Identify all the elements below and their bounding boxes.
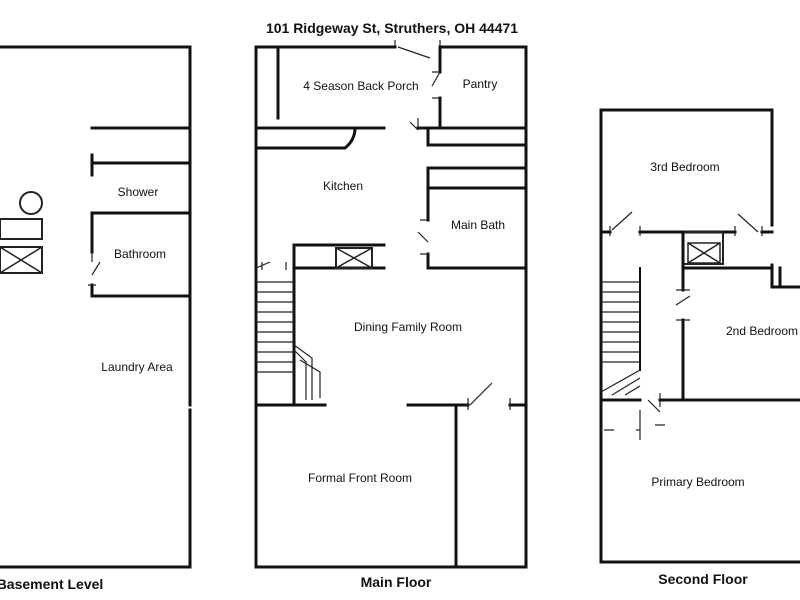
floor-label-second: Second Floor xyxy=(658,571,748,587)
chimney-icon xyxy=(687,242,721,264)
door-icon xyxy=(255,261,287,270)
appliance-icon xyxy=(0,218,43,240)
door-icon xyxy=(88,252,101,286)
chimney-icon xyxy=(335,247,373,269)
room-label-kitchen: Kitchen xyxy=(322,179,364,193)
chimney-cross-icon xyxy=(0,246,43,274)
door-icon xyxy=(467,382,511,410)
chimney-icon xyxy=(0,246,43,274)
floor-label-basement: Basement Level xyxy=(0,576,104,592)
chimney-outline xyxy=(682,231,724,265)
second-floor-plan xyxy=(599,108,800,564)
room-label-main-bath: Main Bath xyxy=(450,218,506,232)
basement-outer-wall xyxy=(0,45,192,569)
stairs xyxy=(256,281,321,400)
room-label-bathroom: Bathroom xyxy=(113,247,167,261)
room-label-dining-family: Dining Family Room xyxy=(353,320,463,334)
room-label-formal-front: Formal Front Room xyxy=(307,471,413,485)
door-icon xyxy=(394,40,441,59)
room-label-laundry: Laundry Area xyxy=(101,360,173,374)
room-label-pantry: Pantry xyxy=(462,77,498,91)
door-icon xyxy=(734,213,763,236)
door-icon xyxy=(609,211,641,236)
door-icon xyxy=(409,118,419,131)
door-icon xyxy=(417,219,429,255)
kitchen-counter xyxy=(254,126,357,150)
chimney-cross-icon xyxy=(687,242,721,264)
room-label-bedroom3: 3rd Bedroom xyxy=(650,160,720,174)
room-label-back-porch: 4 Season Back Porch xyxy=(303,79,419,93)
water-heater-icon xyxy=(19,191,43,215)
door-icon xyxy=(647,393,665,426)
main-floor-plan xyxy=(254,40,528,569)
door-icon xyxy=(675,289,691,321)
main-outer-wall xyxy=(254,45,528,569)
chimney-cross-icon xyxy=(335,247,373,269)
room-label-shower: Shower xyxy=(117,185,159,199)
door-icon xyxy=(431,71,441,99)
room-label-bedroom2: 2nd Bedroom xyxy=(725,324,799,338)
second-outer-wall xyxy=(599,108,800,564)
basement-plan xyxy=(0,45,192,569)
floor-label-main: Main Floor xyxy=(360,574,432,590)
page-title: 101 Ridgeway St, Struthers, OH 44471 xyxy=(265,20,519,36)
room-label-primary: Primary Bedroom xyxy=(651,475,745,489)
door-icon xyxy=(604,410,641,440)
stairs xyxy=(600,267,641,396)
